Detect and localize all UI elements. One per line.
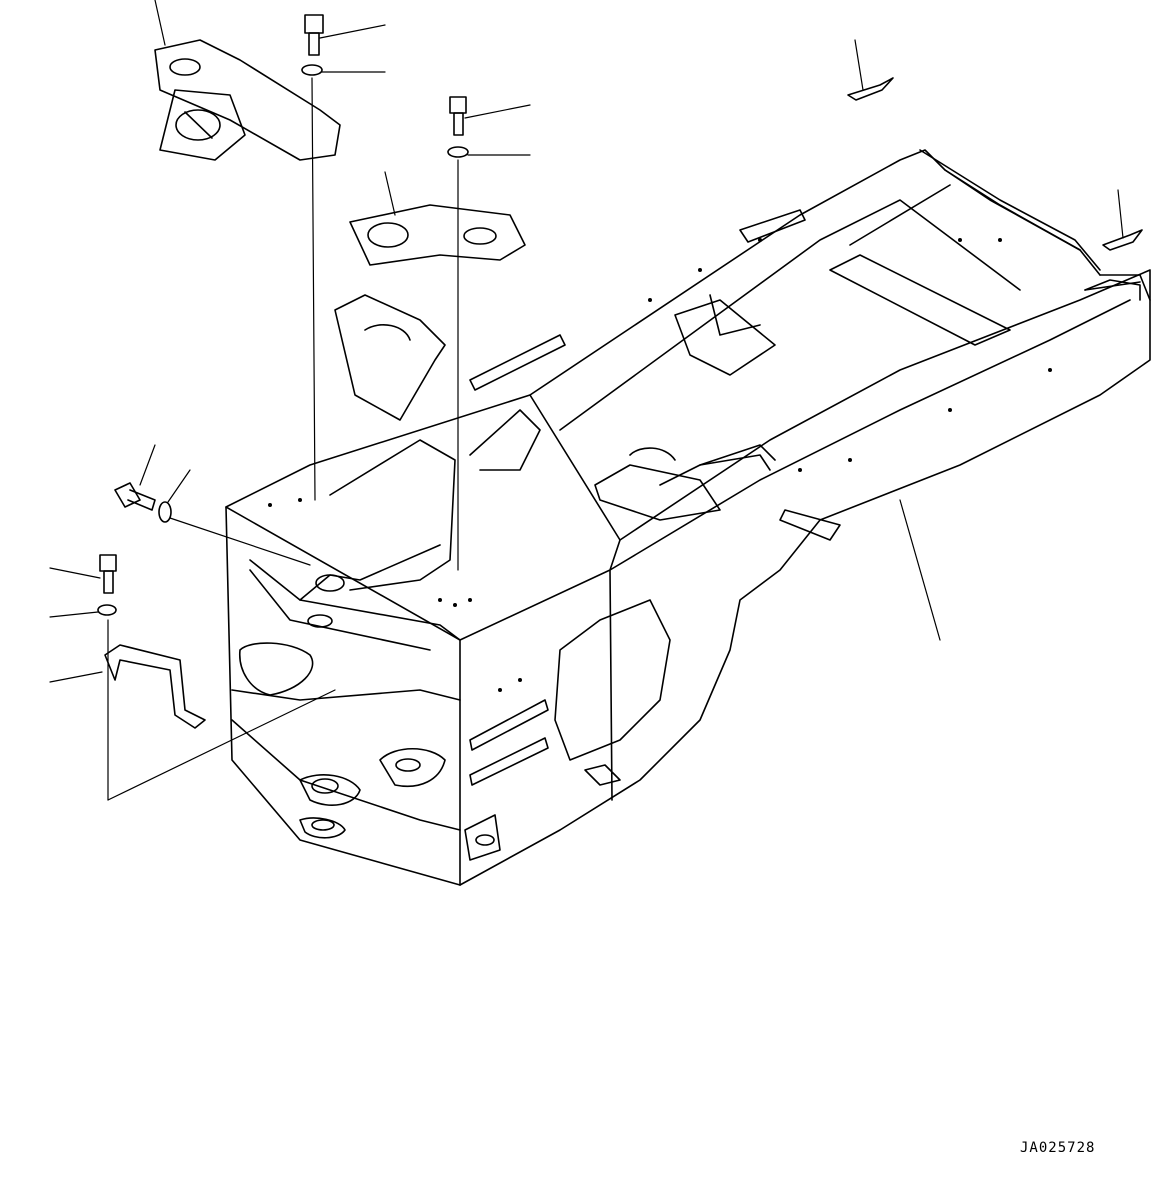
lower-left-bracket [104,644,206,729]
main-frame [225,149,1151,886]
center-bracket [349,204,526,266]
upper-left-bracket [154,39,341,161]
small-clips [847,77,1143,251]
leader-lines [49,0,1124,801]
drawing-id: JA025728 [1020,1140,1096,1156]
bolts-and-washers [97,14,469,616]
frame-holes [268,238,1052,692]
